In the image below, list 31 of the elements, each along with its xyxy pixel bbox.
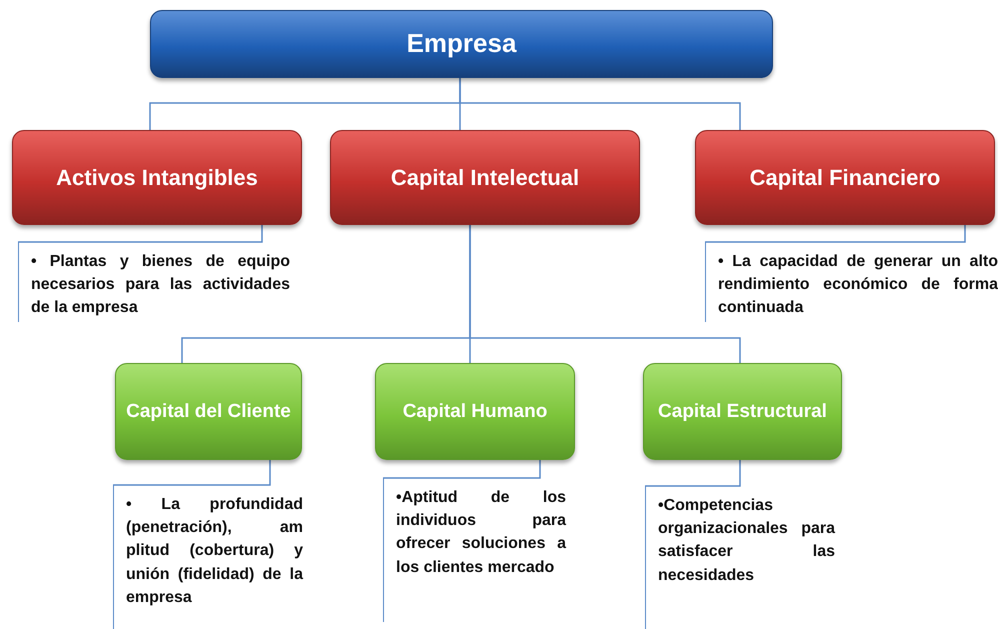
connector-line bbox=[644, 460, 741, 487]
box-title: Capital Estructural bbox=[658, 400, 827, 424]
bullet-text: • Plantas y bienes de equipo necesarios para las actividades de la empresa bbox=[31, 252, 290, 318]
subcategory-box bbox=[375, 363, 575, 460]
connector-line bbox=[112, 460, 271, 486]
category-box bbox=[695, 130, 995, 225]
box-title: Capital Intelectual bbox=[390, 164, 580, 192]
description-block bbox=[645, 486, 835, 629]
connector-line bbox=[382, 460, 541, 479]
description-block bbox=[705, 242, 998, 322]
bullet-text: • La profundidad (penetración), am plitud (cobertura) y unión (fidelidad) de la empresa bbox=[126, 495, 303, 608]
box-title: Capital Financiero bbox=[750, 164, 940, 192]
description-block bbox=[18, 242, 290, 322]
subcategory-box bbox=[115, 363, 302, 460]
bullet-text: •Competencias organizacionales para satisfacer las necesidades bbox=[658, 496, 835, 586]
description-block bbox=[113, 485, 303, 629]
box-title: Capital del Cliente bbox=[126, 400, 291, 424]
box-title: Empresa bbox=[406, 27, 516, 60]
connector-line bbox=[17, 225, 263, 243]
description-block bbox=[383, 478, 566, 622]
connector-line bbox=[459, 78, 741, 130]
category-box bbox=[12, 130, 302, 225]
bullet-text: •Aptitud de los individuos para ofrecer soluciones a los clientes mercado bbox=[396, 488, 566, 578]
subcategory-box bbox=[643, 363, 842, 460]
box-title: Activos Intangibles bbox=[56, 164, 258, 192]
category-box bbox=[330, 130, 640, 225]
bullet-text: • La capacidad de generar un alto rendimiento económico de forma continuada bbox=[718, 252, 998, 318]
company-box bbox=[150, 10, 773, 78]
box-title: Capital Humano bbox=[402, 400, 548, 424]
connector-line bbox=[469, 225, 741, 363]
connector-line bbox=[704, 225, 966, 243]
